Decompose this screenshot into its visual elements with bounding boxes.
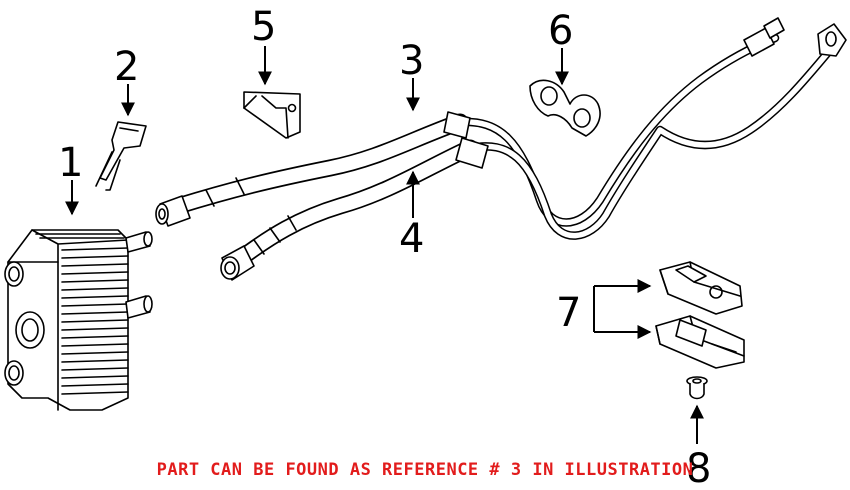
cooler-nozzle-bottom bbox=[125, 295, 153, 319]
callout-numbers: 1 2 3 4 5 6 7 8 bbox=[58, 4, 711, 490]
callout-4: 4 bbox=[399, 216, 424, 262]
cooler-nozzle-top bbox=[125, 231, 153, 253]
cooler-fins bbox=[35, 233, 129, 395]
hose-line-4 bbox=[220, 139, 479, 281]
pipe-end-nut-top bbox=[743, 17, 785, 57]
callout-3: 3 bbox=[399, 38, 424, 84]
holder-lower-part bbox=[655, 315, 745, 369]
pipe-clip-part bbox=[529, 79, 601, 137]
pipe-end-nut-right bbox=[817, 23, 847, 57]
reference-caption: PART CAN BE FOUND AS REFERENCE # 3 IN IL… bbox=[156, 460, 694, 480]
cooler-port-bottom bbox=[4, 360, 24, 386]
cooler-port-top bbox=[4, 261, 24, 287]
push-rivet-part bbox=[686, 376, 708, 400]
cooler-port-center bbox=[15, 311, 45, 349]
metal-pipes bbox=[443, 17, 847, 240]
hose-4-end-fitting bbox=[220, 245, 255, 281]
retaining-clip-part bbox=[95, 121, 147, 191]
hose-line-3 bbox=[155, 113, 469, 227]
oil-cooler-part bbox=[4, 229, 153, 411]
holder-upper-part bbox=[659, 261, 743, 315]
callout-1: 1 bbox=[58, 140, 83, 186]
hose-3-end-fitting bbox=[155, 195, 191, 227]
callout-7: 7 bbox=[556, 290, 581, 336]
hose-4-crimp-sleeve bbox=[455, 137, 489, 169]
bracket-part bbox=[243, 91, 301, 139]
callout-5: 5 bbox=[251, 4, 276, 50]
hose-3-crimp-sleeve bbox=[443, 111, 471, 139]
callout-6: 6 bbox=[548, 8, 573, 54]
callout-8: 8 bbox=[686, 446, 711, 490]
callout-2: 2 bbox=[114, 44, 139, 90]
callout-arrows bbox=[65, 46, 704, 444]
